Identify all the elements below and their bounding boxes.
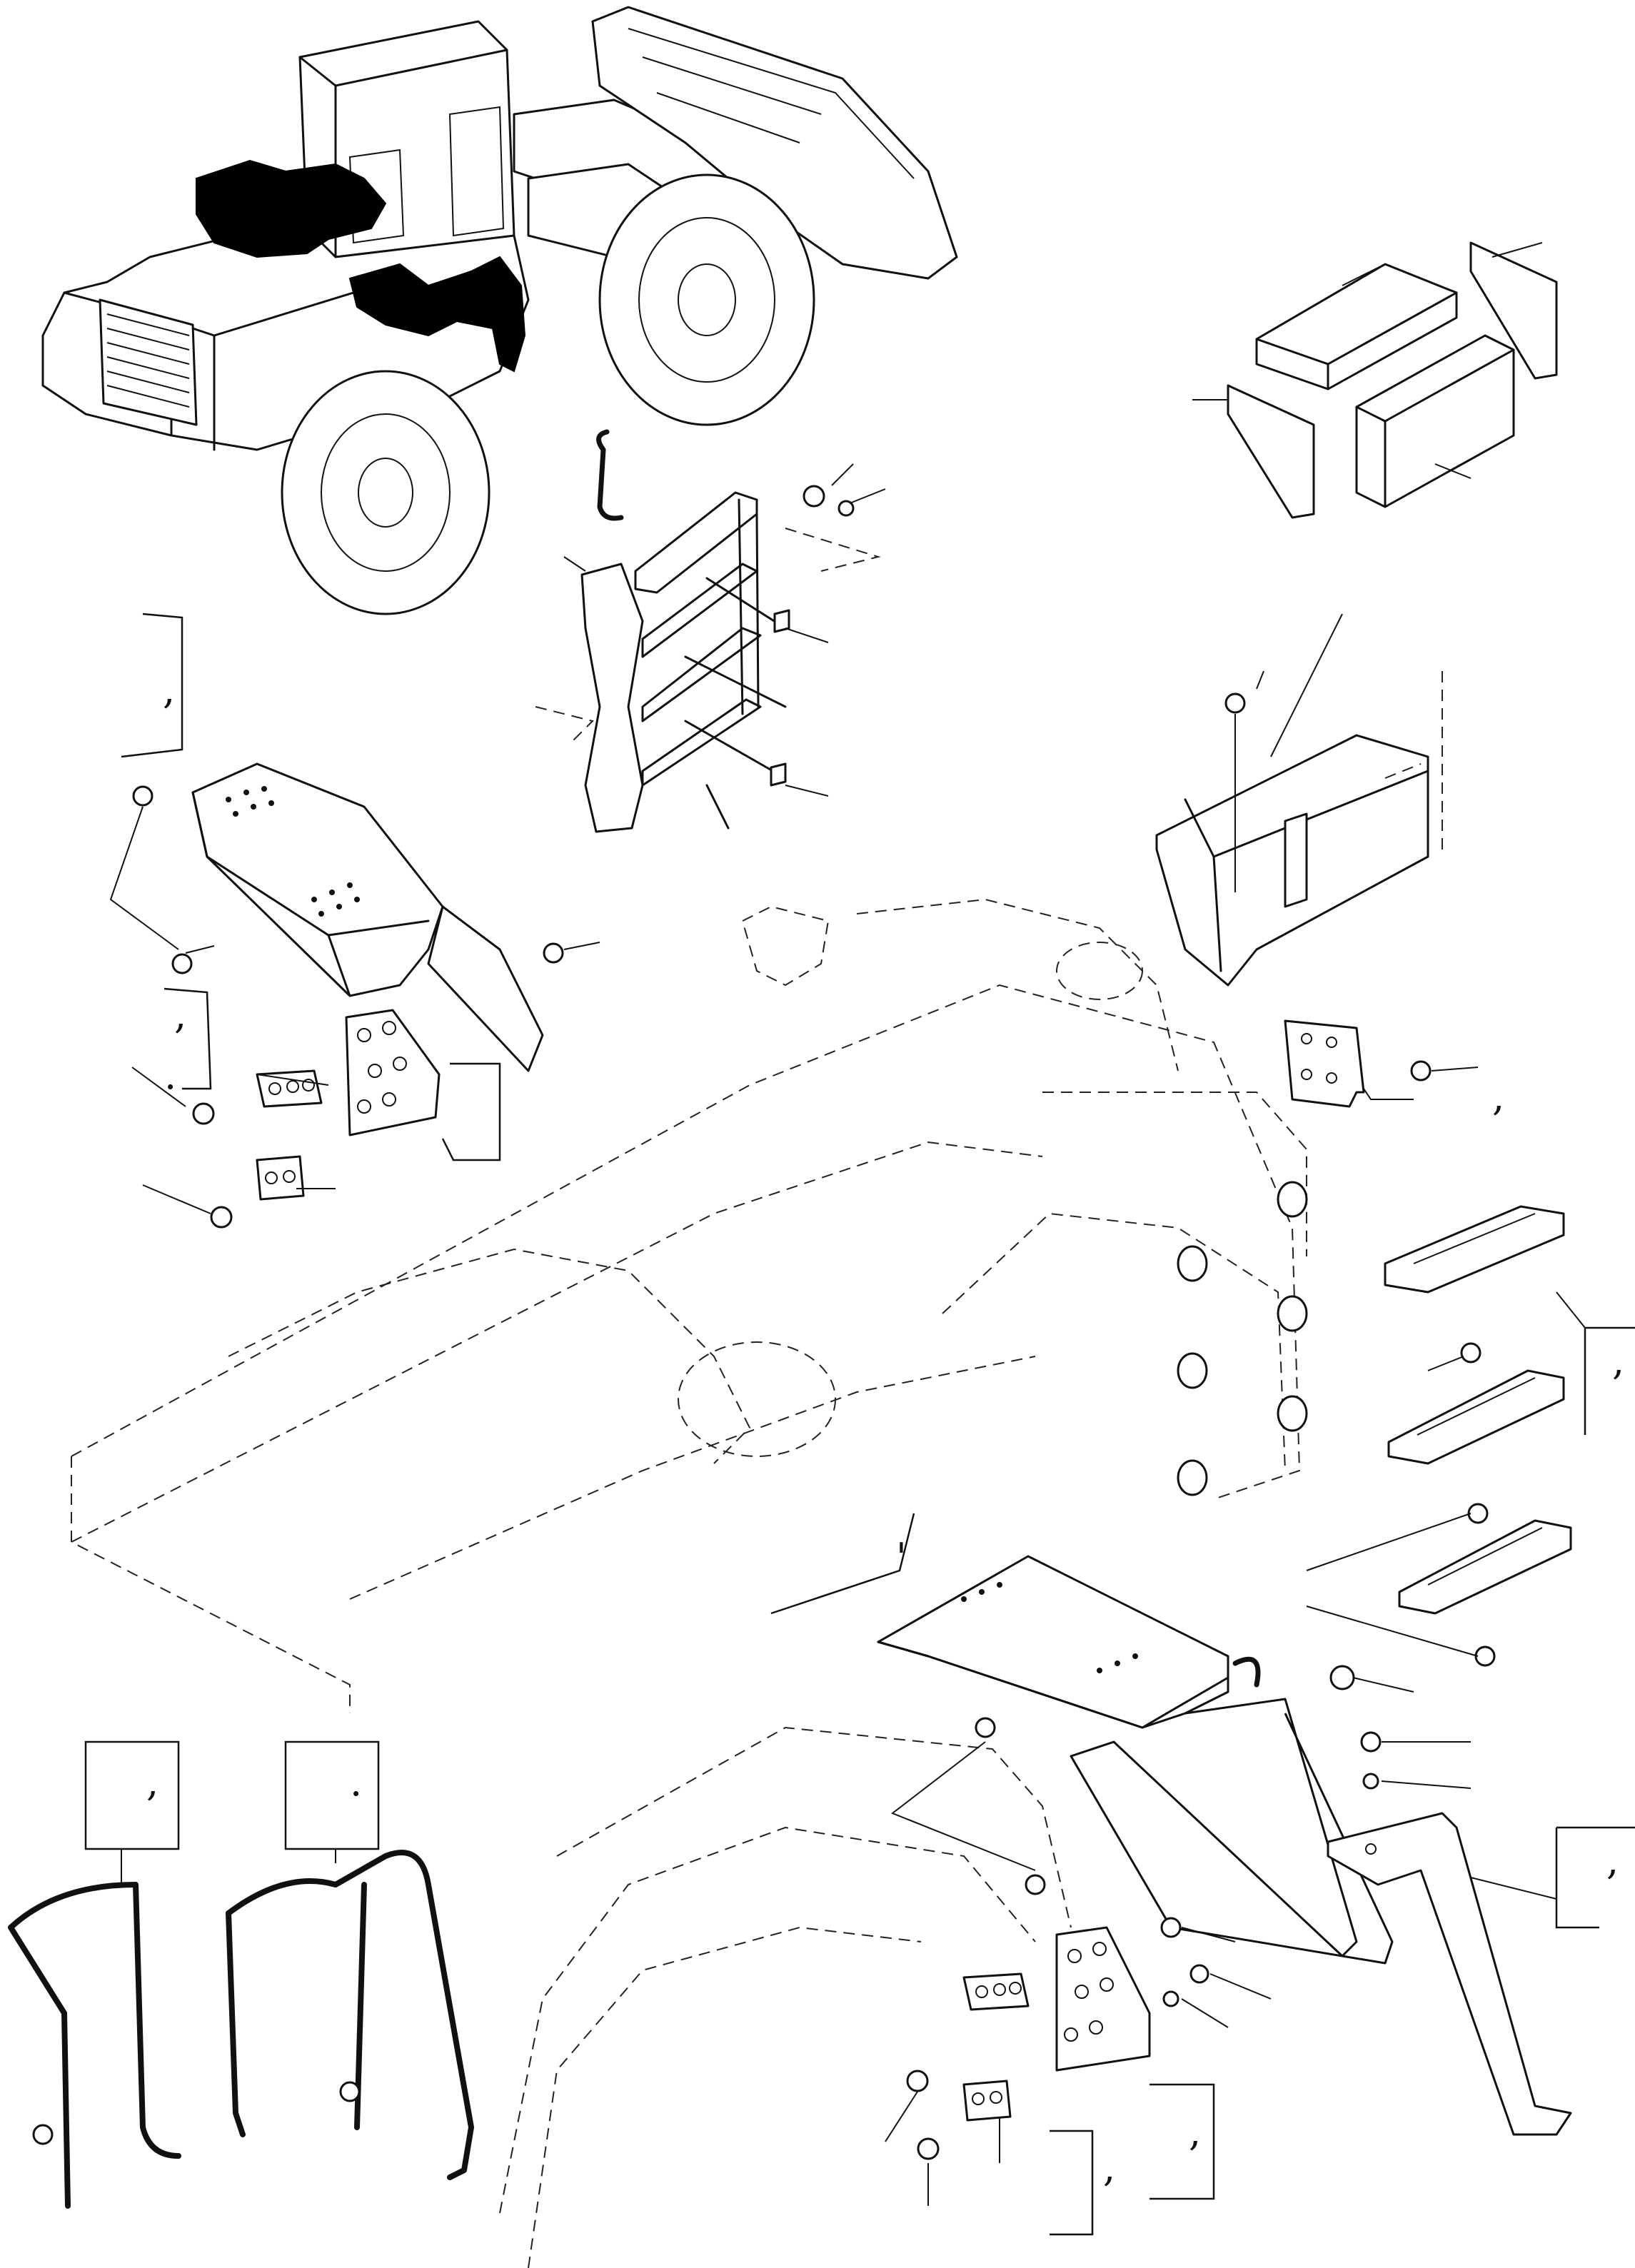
callout-mark-lower-plate-left: , <box>1103 2145 1116 2190</box>
lower-right-step-assembly <box>770 1513 1635 2236</box>
wheel-loader-overview <box>41 6 958 615</box>
callout-mark-handrail-left: , <box>146 1760 159 1805</box>
anti-slip-pads <box>1192 241 1558 519</box>
callout-mark-right-leg: , <box>1606 1838 1619 1883</box>
callout-mark-ladder-guard: , <box>163 667 176 712</box>
perforation-dots <box>226 786 360 917</box>
callout-mark-handrail-right: . <box>350 1760 363 1805</box>
access-ladder <box>535 429 886 833</box>
callout-mark-lower-step: ' <box>896 1535 907 1580</box>
callout-mark-right-steps: , <box>1612 1339 1625 1384</box>
callout-mark-left-small: . <box>164 1053 177 1098</box>
handrails <box>8 1740 474 2209</box>
machine-frame-outline <box>71 898 1307 2268</box>
callout-mark-bracket: , <box>1492 1074 1505 1119</box>
right-step-brackets <box>1155 613 1635 1667</box>
perforation-dots-2 <box>961 1582 1138 1673</box>
callout-mark-left-plates: , <box>174 992 187 1037</box>
callout-mark-lower-plate-right: , <box>1189 2110 1202 2154</box>
left-step-assembly <box>109 613 600 1229</box>
